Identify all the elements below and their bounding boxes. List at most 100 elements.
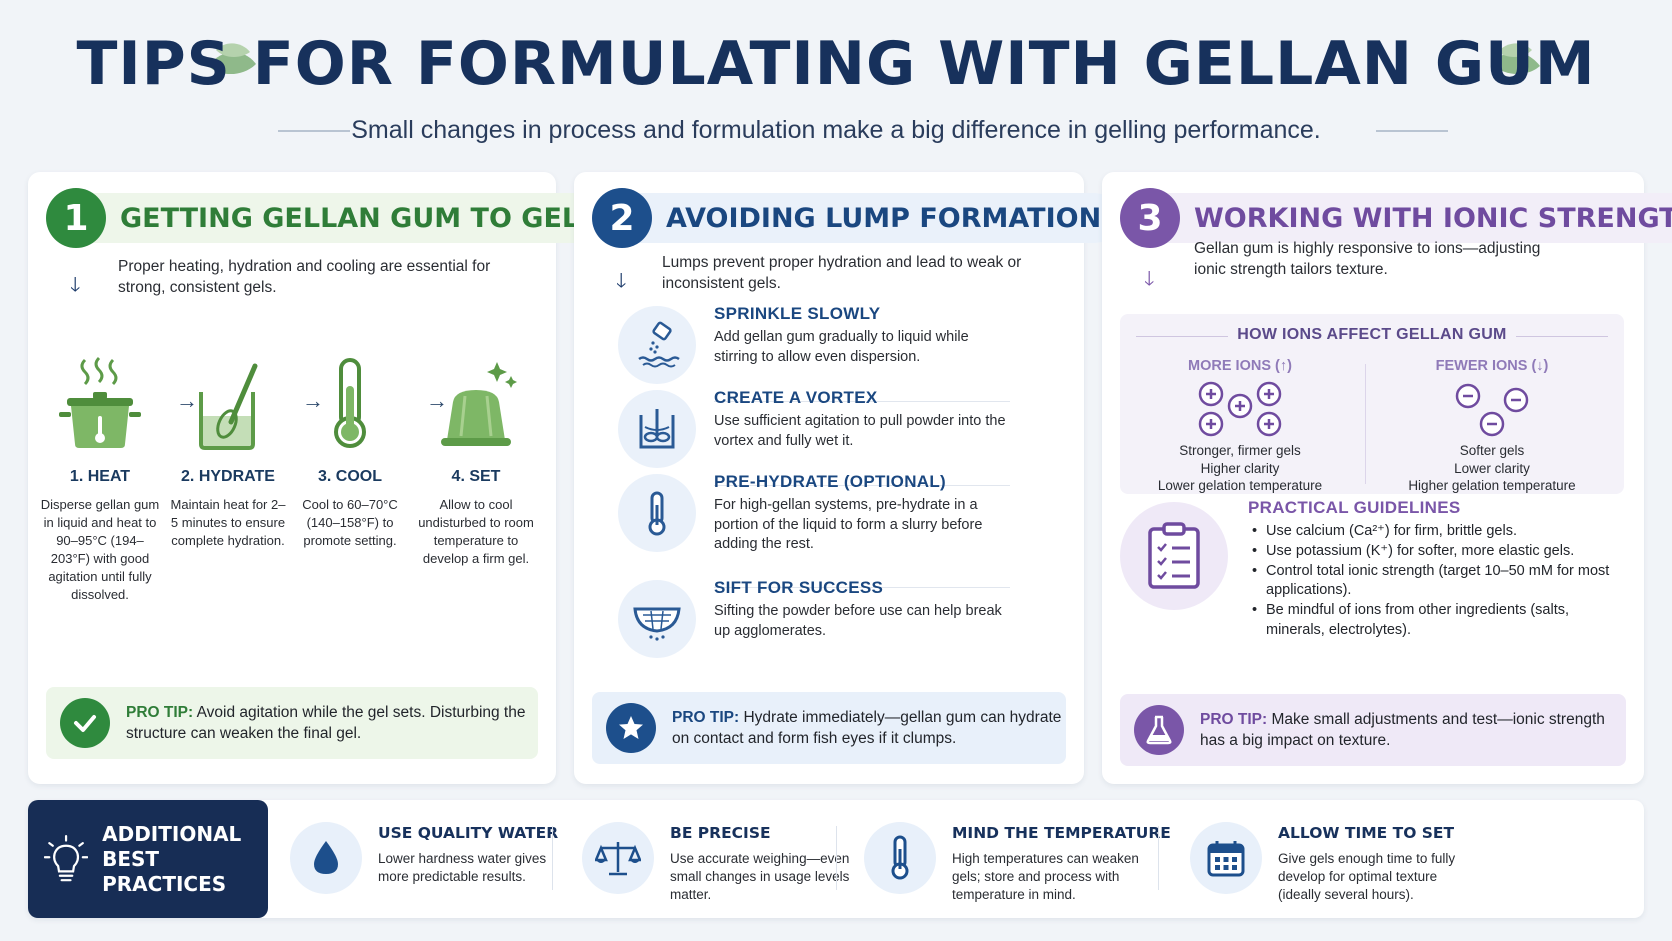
leaf-icon (208, 43, 256, 75)
thermometer-icon (864, 822, 936, 894)
divider (552, 826, 553, 890)
arrow-right-icon: → (426, 388, 448, 413)
list-item: PRE-HYDRATE (OPTIONAL) For high-gellan s… (618, 470, 1038, 554)
section-number: 1 (46, 188, 106, 248)
step-title: 3. COOL (317, 468, 382, 485)
jelly-mold-icon (441, 362, 517, 446)
arrow-right-icon: → (302, 388, 324, 413)
item-desc: High temperatures can weaken gels; store… (952, 851, 1139, 902)
card-lump-formation: 2 AVOIDING LUMP FORMATION 🡓 Lumps preven… (574, 172, 1120, 784)
divider (1376, 130, 1448, 132)
card-ionic-strength: 3 WORKING WITH IONIC STRENGTH 🡓 Gellan g… (1102, 172, 1672, 784)
step-title: 4. SET (451, 468, 501, 485)
process-steps: 1. HEAT Disperse gellan gum in liquid an… (40, 352, 544, 612)
pro-tip: PRO TIP: Hydrate immediately—gellan gum … (592, 692, 1066, 764)
checkmark-icon (60, 698, 110, 748)
item-title: ALLOW TIME TO SET (1278, 824, 1455, 842)
calendar-icon (1190, 822, 1262, 894)
lightbulb-icon (44, 834, 89, 882)
item-title: PRE-HYDRATE (OPTIONAL) (714, 472, 946, 491)
step-desc: Disperse gellan gum in liquid and heat t… (40, 497, 160, 602)
item-title: SPRINKLE SLOWLY (714, 304, 881, 323)
leaf-icon (1492, 43, 1540, 75)
item-title: SIFT FOR SUCCESS (714, 578, 884, 597)
pro-tip: PRO TIP: Make small adjustments and test… (1120, 694, 1626, 766)
divider (714, 485, 1010, 486)
pro-tip: PRO TIP: Avoid agitation while the gel s… (46, 687, 538, 759)
whisk-beaker-icon (199, 363, 258, 450)
ion-effect: Stronger, firmer gels (1179, 443, 1301, 458)
step-set: 4. SET Allow to cool undisturbed to room… (416, 352, 536, 568)
pro-tip-body: Avoid agitation while the gel sets. Dist… (126, 704, 526, 742)
pro-tip-body: Hydrate immediately—gellan gum can hydra… (672, 709, 1062, 747)
page-title: TIPS FOR FORMULATING WITH GELLAN GUM (76, 29, 1596, 99)
ions-panel-title: HOW IONS AFFECT GELLAN GUM (1237, 326, 1507, 343)
ion-effect: Lower clarity (1454, 460, 1530, 476)
label-line: ADDITIONAL (102, 821, 242, 846)
guidelines-list: Use calcium (Ca²⁺) for firm, brittle gel… (1250, 522, 1630, 641)
item-desc: Lower hardness water gives more predicta… (378, 851, 547, 884)
card-header: 2 AVOIDING LUMP FORMATION (592, 188, 1120, 248)
sieve-icon (618, 580, 696, 658)
page-subtitle: Small changes in process and formulation… (351, 116, 1321, 144)
list-item: SPRINKLE SLOWLY Add gellan gum gradually… (618, 302, 1038, 386)
divider (1516, 336, 1608, 337)
best-practices-text: ADDITIONAL BEST PRACTICES (102, 822, 268, 897)
clipboard-checklist-icon (1120, 502, 1228, 610)
item-title: MIND THE TEMPERATURE (952, 824, 1171, 842)
item-title: CREATE A VORTEX (714, 388, 878, 407)
divider (714, 401, 1010, 402)
card-getting-gel: 1 GETTING GELLAN GUM TO GEL 🡓 Proper hea… (28, 172, 598, 784)
arrow-right-icon: → (176, 388, 198, 413)
section-title: WORKING WITH IONIC STRENGTH (1164, 193, 1672, 243)
divider (278, 130, 350, 132)
item-title: BE PRECISE (670, 824, 771, 842)
best-practices-label: ADDITIONAL BEST PRACTICES (28, 800, 268, 918)
section-intro: Lumps prevent proper hydration and lead … (662, 254, 1022, 292)
item-desc: Sifting the powder before use can help b… (714, 603, 1002, 639)
step-desc: Maintain heat for 2–5 minutes to ensure … (170, 497, 286, 548)
list-item: SIFT FOR SUCCESS Sifting the powder befo… (618, 576, 1038, 660)
positive-ions-icon (1198, 381, 1282, 437)
list-item: Control total ionic strength (target 10–… (1250, 562, 1630, 602)
pro-tip-text: PRO TIP: Avoid agitation while the gel s… (126, 702, 538, 744)
label-line: BEST PRACTICES (102, 846, 227, 896)
step-desc: Allow to cool undisturbed to room temper… (418, 497, 534, 566)
pro-tip-label: PRO TIP: (672, 709, 740, 726)
star-badge-icon (606, 703, 656, 753)
water-drop-icon (290, 822, 362, 894)
item-desc: Add gellan gum gradually to liquid while… (714, 329, 969, 365)
steaming-pot-icon (59, 356, 141, 448)
divider (1158, 826, 1159, 890)
negative-ions-icon (1455, 383, 1529, 437)
flask-icon (1134, 705, 1184, 755)
vortex-mixer-icon (618, 390, 696, 468)
pro-tip-text: PRO TIP: Hydrate immediately—gellan gum … (672, 707, 1066, 749)
thermometer-icon (618, 474, 696, 552)
list-item: Use potassium (K⁺) for softer, more elas… (1250, 542, 1630, 562)
section-title: GETTING GELLAN GUM TO GEL (90, 193, 598, 243)
item-desc: Use sufficient agitation to pull powder … (714, 413, 1006, 449)
pro-tip-label: PRO TIP: (126, 704, 194, 721)
step-desc: Cool to 60–70°C (140–158°F) to promote s… (302, 497, 398, 548)
section-number: 3 (1120, 188, 1180, 248)
ions-panel: HOW IONS AFFECT GELLAN GUM MORE IONS (↑)… (1120, 314, 1624, 494)
thermometer-icon (334, 358, 366, 448)
fewer-ions-column: FEWER IONS (↓) Softer gels Lower clarity… (1372, 358, 1612, 495)
more-ions-column: MORE IONS (↑) Stronger, firmer gels High… (1120, 358, 1360, 495)
section-title: AVOIDING LUMP FORMATION (636, 193, 1120, 243)
card-header: 3 WORKING WITH IONIC STRENGTH (1120, 188, 1672, 248)
pro-tip-label: PRO TIP: (1200, 711, 1268, 728)
list-item: Use calcium (Ca²⁺) for firm, brittle gel… (1250, 522, 1630, 542)
sprinkle-icon (618, 306, 696, 384)
item-desc: Use accurate weighing—even small changes… (670, 851, 850, 902)
pro-tip-body: Make small adjustments and test—ionic st… (1200, 711, 1605, 749)
list-item: Be mindful of ions from other ingredient… (1250, 601, 1630, 641)
arrow-down-icon: 🡓 (616, 270, 627, 292)
item-desc: For high-gellan systems, pre-hydrate in … (714, 497, 983, 552)
ion-effect: Lower gelation temperature (1157, 478, 1323, 493)
divider (836, 826, 837, 890)
divider (1365, 364, 1366, 484)
section-number: 2 (592, 188, 652, 248)
item-title: USE QUALITY WATER (378, 824, 559, 842)
